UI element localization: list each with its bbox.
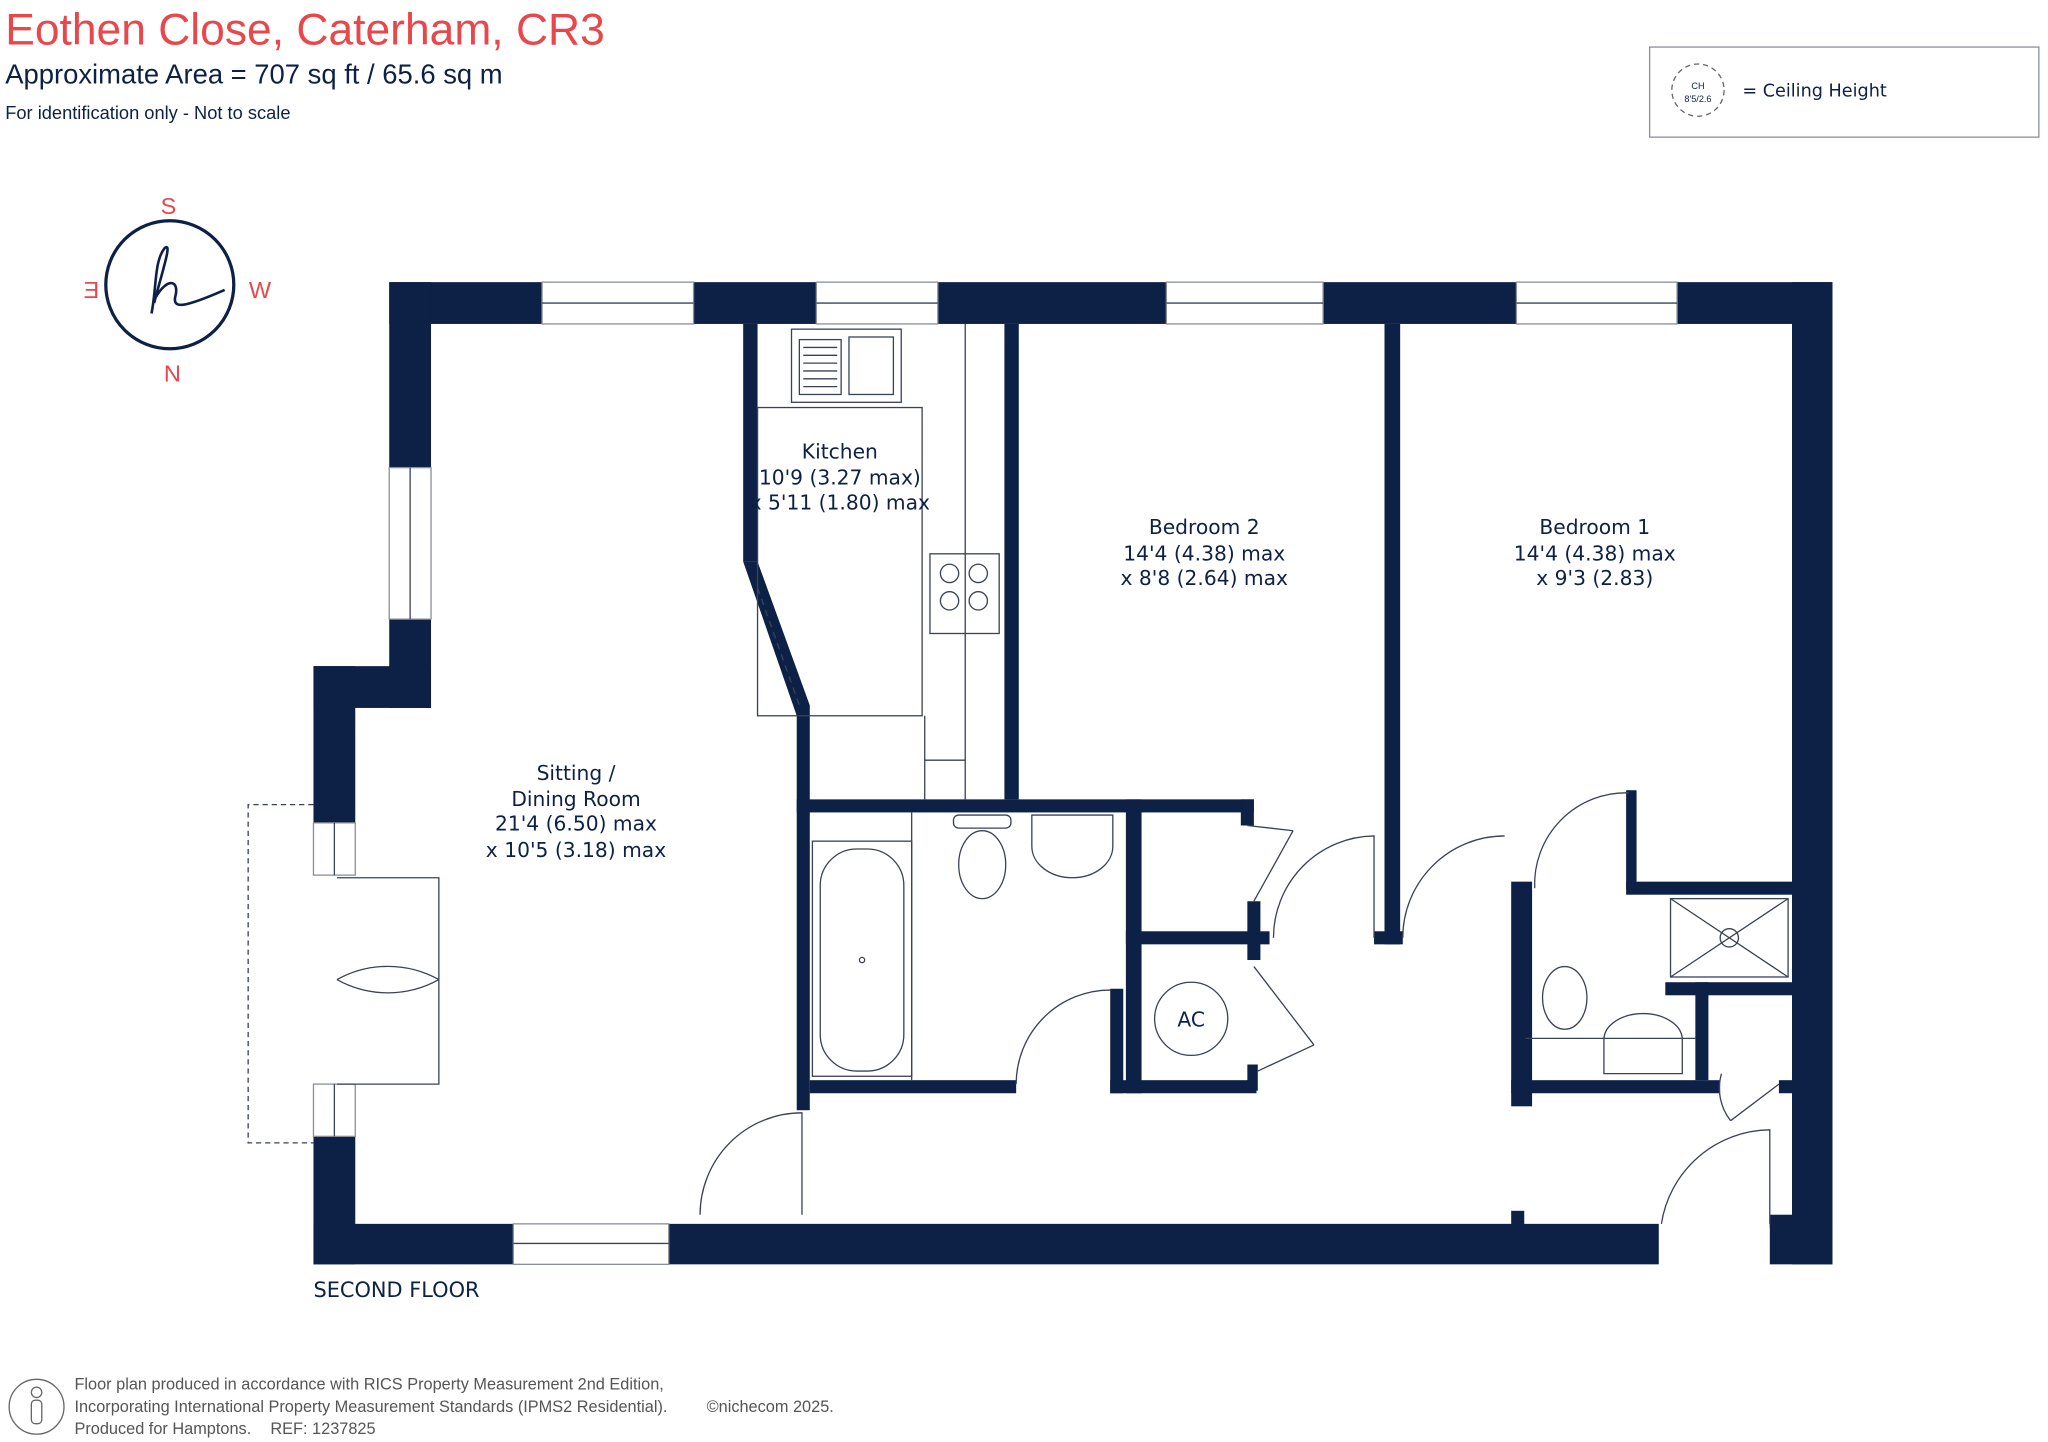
compass-s: S (161, 193, 177, 219)
person-icon (8, 1378, 65, 1435)
bedroom1-label: Bedroom 1 (1539, 515, 1650, 539)
kitchen-label: Kitchen (802, 439, 878, 463)
footer-line-3: Produced for Hamptons. (74, 1420, 251, 1438)
fixtures (756, 323, 1789, 1081)
sitting-dim-2: x 10'5 (3.18) max (486, 838, 666, 862)
airing-cupboard (1153, 981, 1229, 1057)
basin-icon (1031, 814, 1114, 879)
footer: Floor plan produced in accordance with R… (8, 1376, 834, 1438)
compass-e: E (84, 277, 100, 303)
bedroom2-dim-2: x 8'8 (2.64) max (1120, 566, 1288, 590)
footer-line-2: Incorporating International Property Mea… (74, 1398, 667, 1416)
sitting-dim-1: 21'4 (6.50) max (495, 812, 657, 836)
copyright: ©nichecom 2025. (707, 1398, 834, 1416)
legend-label: = Ceiling Height (1742, 82, 1887, 102)
sitting-label-1: Sitting / (537, 761, 616, 785)
shower-icon (1669, 897, 1789, 978)
compass-n: N (164, 360, 181, 386)
ac-label: AC (1177, 1008, 1205, 1032)
reference: REF: 1237825 (270, 1420, 375, 1438)
approximate-area: Approximate Area = 707 sq ft / 65.6 sq m (5, 59, 502, 90)
doors (336, 587, 1780, 1224)
kitchen-dim-1: 10'9 (3.27 max) (759, 466, 921, 490)
windows (247, 281, 1678, 1265)
legend-height: 8'5/2.6 (1684, 94, 1711, 104)
kitchen-dim-2: x 5'11 (1.80) max (750, 490, 930, 514)
kitchen-counter (756, 406, 923, 717)
compass-w: W (249, 277, 272, 303)
bath-icon (811, 840, 913, 1077)
page-title: Eothen Close, Caterham, CR3 (5, 5, 605, 54)
scale-note: For identification only - Not to scale (5, 102, 290, 123)
bedroom1-dim-2: x 9'3 (2.83) (1536, 566, 1653, 590)
sitting-label-2: Dining Room (511, 787, 640, 811)
footer-line-1: Floor plan produced in accordance with R… (74, 1376, 663, 1394)
ceiling-height-legend: CH 8'5/2.6 = Ceiling Height (1648, 46, 2040, 138)
floor-label: SECOND FLOOR (313, 1278, 479, 1302)
toilet-icon (958, 830, 1007, 900)
compass-icon: S N W E (84, 193, 272, 386)
bedroom2-dim-1: 14'4 (4.38) max (1123, 541, 1285, 565)
sink-icon (790, 328, 902, 403)
legend-ch: CH (1691, 81, 1704, 91)
ceiling-height-icon (1671, 63, 1725, 117)
bedroom2-label: Bedroom 2 (1149, 515, 1260, 539)
bedroom1-dim-1: 14'4 (4.38) max (1514, 541, 1676, 565)
